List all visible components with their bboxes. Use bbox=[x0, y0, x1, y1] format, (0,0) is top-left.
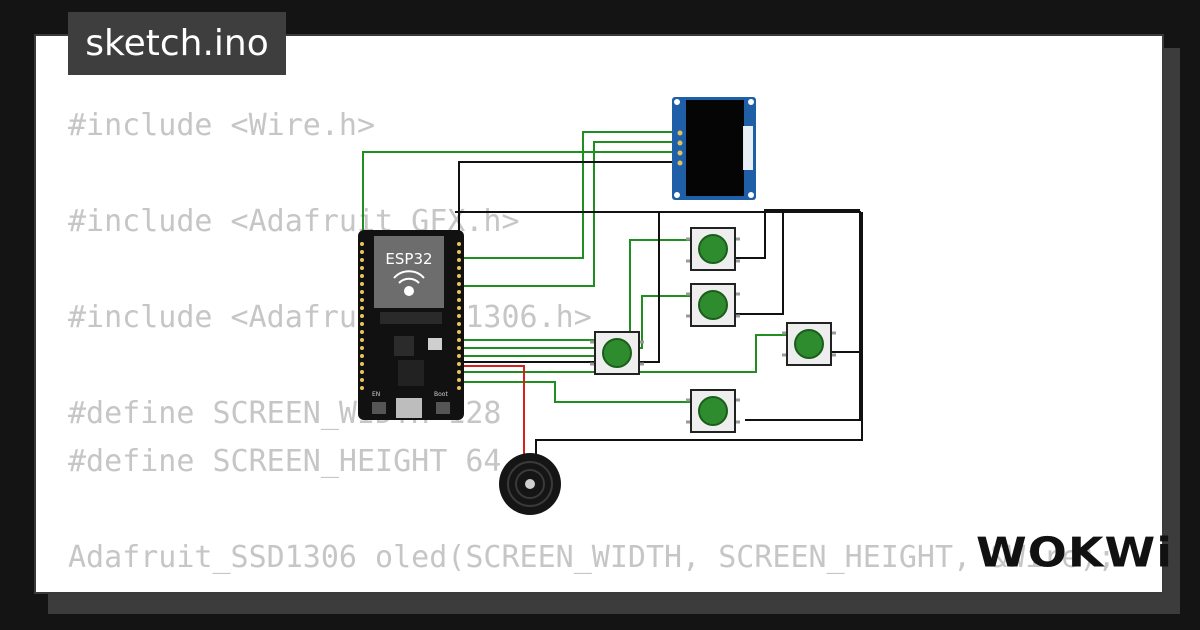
code-preview: #include <Wire.h> #include <Adafruit_GFX… bbox=[68, 36, 1116, 575]
wire-green bbox=[455, 141, 672, 287]
code-line: #define SCREEN_HEIGHT 64 bbox=[68, 444, 502, 479]
header-pins-left bbox=[360, 242, 364, 390]
pushbutton-icon bbox=[686, 227, 740, 271]
wire-green bbox=[362, 151, 672, 240]
pushbutton-icon bbox=[686, 389, 740, 433]
wire-black bbox=[455, 212, 660, 363]
buzzer-icon bbox=[499, 453, 561, 515]
oled-display bbox=[672, 97, 756, 200]
filename-tab: sketch.ino bbox=[68, 12, 286, 75]
wire-black bbox=[735, 212, 784, 315]
wifi-icon bbox=[393, 270, 425, 296]
wokwi-logo: WOKWi bbox=[976, 527, 1173, 577]
header-pins-right bbox=[457, 242, 461, 390]
preview-card: #include <Wire.h> #include <Adafruit_GFX… bbox=[34, 34, 1164, 594]
pushbutton-icon bbox=[782, 322, 836, 366]
wire-green bbox=[455, 381, 692, 403]
code-line: #include <Wire.h> bbox=[68, 108, 376, 143]
wire-red bbox=[455, 365, 525, 456]
wire-green bbox=[455, 131, 672, 259]
wire-green bbox=[455, 239, 692, 341]
en-button-label: EN bbox=[372, 391, 380, 398]
wire-black bbox=[745, 352, 861, 421]
wire-black bbox=[458, 161, 672, 240]
esp32-label: ESP32 bbox=[385, 250, 432, 268]
wire-black bbox=[735, 209, 860, 259]
esp32-board: ESP32 EN Boot bbox=[358, 230, 464, 420]
boot-button-label: Boot bbox=[434, 391, 448, 398]
code-line: Adafruit_SSD1306 oled(SCREEN_WIDTH, SCRE… bbox=[68, 540, 1116, 575]
wire-green bbox=[455, 295, 692, 349]
wire-black bbox=[455, 211, 861, 353]
pushbutton-icon bbox=[590, 331, 644, 375]
wire-black bbox=[535, 212, 863, 455]
pushbutton-icon bbox=[686, 283, 740, 327]
